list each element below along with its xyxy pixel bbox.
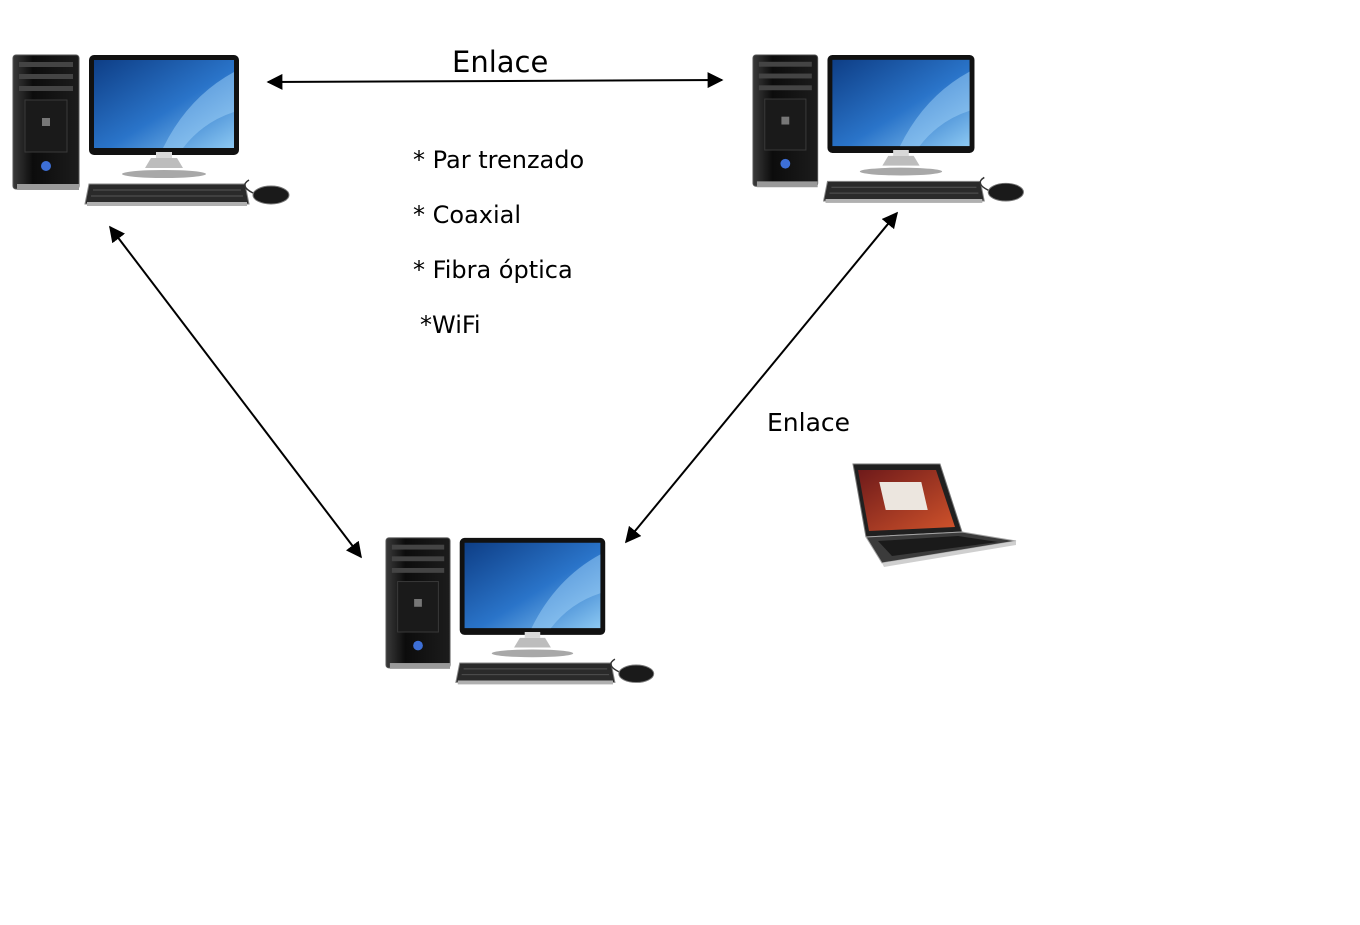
media-item-wifi: *WiFi	[420, 311, 481, 339]
link-label-right: Enlace	[767, 408, 851, 437]
link-label-top: Enlace	[452, 45, 549, 79]
media-item-coaxial: * Coaxial	[413, 201, 522, 229]
link-top	[266, 72, 724, 90]
desktop-computer-icon	[752, 54, 1025, 204]
laptop-icon	[852, 463, 1017, 567]
link-left	[109, 225, 362, 559]
media-item-twisted-pair: * Par trenzado	[413, 146, 585, 174]
media-item-fiber-optic: * Fibra óptica	[413, 256, 573, 284]
desktop-computer-icon	[12, 54, 290, 207]
link-right	[624, 211, 899, 544]
desktop-computer-icon	[385, 537, 655, 686]
